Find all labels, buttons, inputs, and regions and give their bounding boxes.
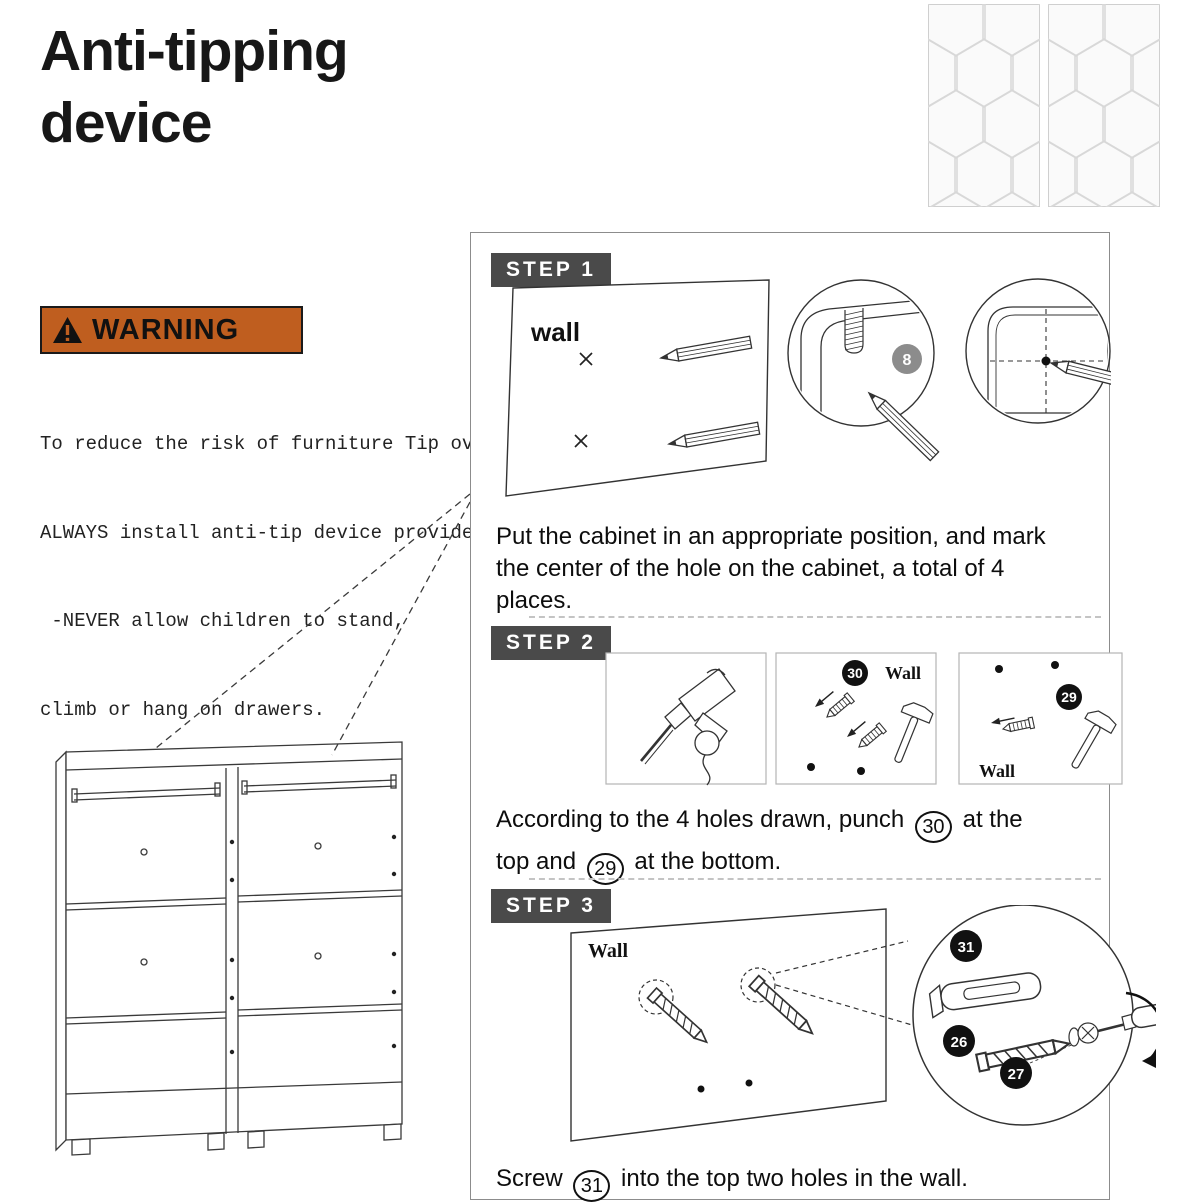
step-2-label: STEP 2 <box>491 626 611 660</box>
drill-icon <box>640 668 736 786</box>
page-title-line2: device <box>40 90 212 155</box>
svg-text:27: 27 <box>1008 1066 1025 1083</box>
cabinet-left-side <box>55 750 67 1152</box>
center-mark-dot <box>1041 356 1051 366</box>
page-title-line1: Anti-tipping <box>40 19 349 83</box>
step-2-text-mid: at the top and <box>496 806 1023 875</box>
section-divider <box>529 878 1101 880</box>
step-2-diagram: 30 Wall 29 Wall <box>605 652 1123 786</box>
svg-text:30: 30 <box>847 665 863 681</box>
warning-triangle-icon <box>53 317 82 343</box>
warning-label: WARNING <box>92 313 240 346</box>
step-2-text-before: According to the 4 holes drawn, punch <box>496 806 905 833</box>
part-badge-30: 30 <box>842 660 868 686</box>
door-panel-left <box>928 4 1040 207</box>
hole-marker <box>740 967 776 1003</box>
instructions-panel: STEP 1 wall <box>470 232 1156 1202</box>
part-badge-8: 8 <box>892 344 922 374</box>
step-3-text-after: into the top two holes in the wall. <box>621 1165 968 1192</box>
part-badge-29: 29 <box>1056 684 1082 710</box>
step-2-text-after: at the bottom. <box>634 848 782 875</box>
warning-text-line: climb or hang on drawers. <box>40 698 326 721</box>
step-3-instruction: Screw 31 into the top two holes in the w… <box>496 1163 1096 1202</box>
hole-marker <box>638 979 674 1015</box>
svg-text:31: 31 <box>958 939 975 956</box>
rotation-arrow <box>1125 991 1156 1060</box>
warning-text-line: To reduce the risk of furniture Tip over… <box>40 433 508 455</box>
warning-banner: WARNING <box>40 306 303 354</box>
wall-label: Wall <box>885 663 921 683</box>
washer-and-head <box>1068 1022 1099 1047</box>
svg-text:29: 29 <box>1061 689 1077 705</box>
part-badge-26: 26 <box>943 1025 975 1057</box>
warning-text-line: ALWAYS install anti-tip device provided <box>40 521 485 544</box>
part-number-30: 30 <box>914 811 952 843</box>
part-number-31: 31 <box>573 1170 611 1202</box>
warning-text: To reduce the risk of furniture Tip over… <box>40 371 510 755</box>
wall-panel <box>505 279 770 497</box>
anchor-top-illustration: 30 Wall <box>807 660 935 775</box>
wall-panel <box>570 908 887 1142</box>
section-divider <box>529 616 1101 618</box>
step-3-text-before: Screw <box>496 1165 563 1192</box>
detail-circle-hole <box>787 279 935 427</box>
anti-tip-bracket-icon <box>928 972 1042 1019</box>
wall-label: Wall <box>979 761 1015 781</box>
step-3-diagram: Wall 31 26 27 <box>570 905 1156 1142</box>
part-number-29: 29 <box>586 853 624 885</box>
part-badge-27: 27 <box>1000 1057 1032 1089</box>
step-2-instruction: According to the 4 holes drawn, punch 30… <box>496 801 1044 885</box>
page-title: Anti-tipping device <box>40 16 349 160</box>
part-badge-31: 31 <box>950 930 982 962</box>
door-panel-right <box>1048 4 1160 207</box>
detail-circle-bracket <box>912 905 1134 1126</box>
svg-text:26: 26 <box>951 1034 968 1051</box>
wall-label: Wall <box>588 940 628 962</box>
cabinet-diagram <box>55 741 403 1156</box>
shelf-pin-holes <box>229 834 397 1055</box>
cabinet-front <box>65 741 403 1141</box>
svg-text:8: 8 <box>903 352 912 369</box>
step-1-instruction: Put the cabinet in an appropriate positi… <box>496 523 1046 614</box>
step-1-diagram: wall 8 <box>505 278 1111 497</box>
step-3-label: STEP 3 <box>491 889 611 923</box>
pointer-dashed-lines <box>155 493 471 756</box>
step-1-label: STEP 1 <box>491 253 611 287</box>
door-panels-image <box>928 4 1160 207</box>
screwdriver-icon <box>1097 991 1156 1068</box>
warning-text-line: -NEVER allow children to stand, <box>40 610 405 632</box>
wall-label: wall <box>530 317 580 347</box>
anchor-bottom-illustration: 29 Wall <box>979 661 1119 781</box>
